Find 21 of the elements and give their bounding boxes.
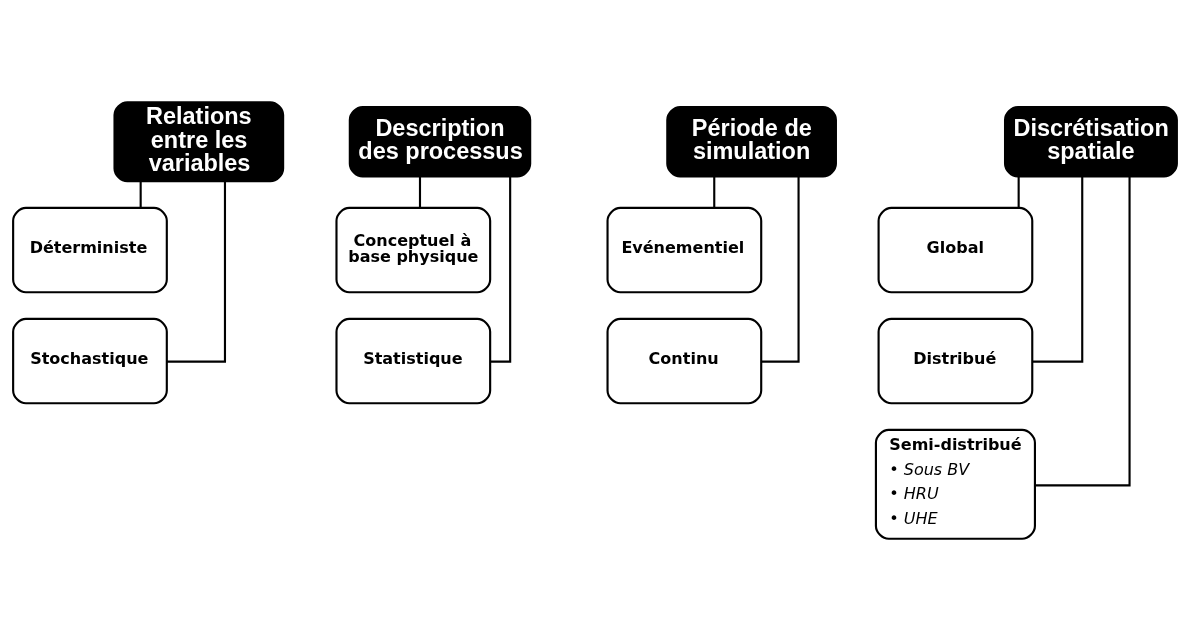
connector xyxy=(418,176,422,208)
node-box: Description des processus xyxy=(348,105,532,177)
node-box: Conceptuel à base physique xyxy=(335,206,492,293)
node-box: Statistique xyxy=(335,317,492,404)
node-box: Discrétisation spatiale xyxy=(1004,105,1178,177)
node-box: Global xyxy=(877,206,1034,293)
connector xyxy=(166,181,227,363)
node-box: Semi-distribué • Sous BV • HRU • UHE xyxy=(874,428,1036,540)
connector xyxy=(139,180,142,208)
node-box: Continu xyxy=(606,317,763,404)
node-box: Relations entre les variables xyxy=(113,100,285,182)
connector xyxy=(1017,176,1020,208)
node-box: Période de simulation xyxy=(666,105,837,177)
node-box: Stochastique xyxy=(12,317,168,404)
connector xyxy=(761,176,800,363)
node-box: Evénementiel xyxy=(606,206,763,293)
node-box: Distribué xyxy=(877,317,1034,404)
connector xyxy=(1035,176,1131,486)
connector xyxy=(713,176,716,208)
node-box: Déterministe xyxy=(12,206,168,293)
connector xyxy=(1032,176,1084,363)
